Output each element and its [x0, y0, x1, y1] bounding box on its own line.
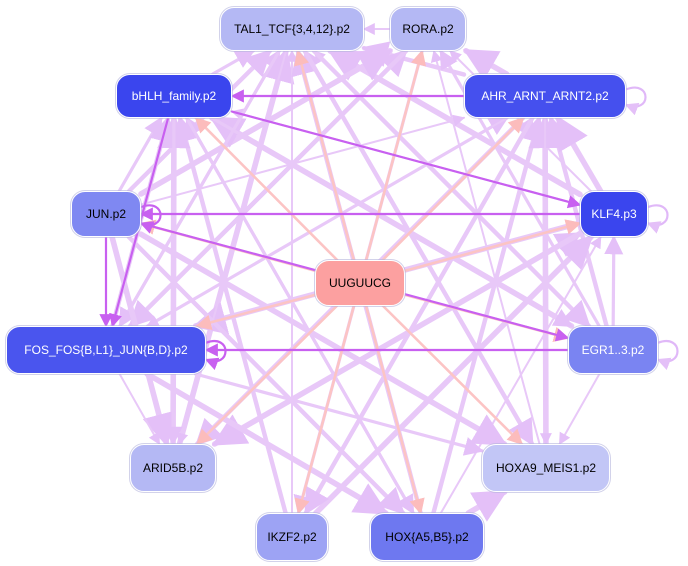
- self-loop-egr: [656, 340, 679, 371]
- edge-tal1-to-hoxa9: [302, 48, 535, 447]
- node-jun[interactable]: JUN.p2: [71, 191, 141, 237]
- edge-ahr-to-ikzf2: [303, 115, 535, 516]
- node-label: EGR1..3.p2: [581, 343, 645, 357]
- edge-klf4-to-ahr: [555, 115, 604, 194]
- node-hoxab[interactable]: HOX{A5,B5}.p2: [370, 513, 484, 561]
- edge-hoxab-to-klf4: [439, 235, 602, 514]
- self-loop-ahr: [624, 86, 647, 116]
- node-label: UUGUUCG: [329, 276, 391, 290]
- node-label: JUN.p2: [85, 207, 126, 221]
- edge-ahr-to-tal1: [361, 41, 467, 77]
- node-label: bHLH_family.p2: [131, 89, 217, 103]
- edge-center-to-ikzf2: [294, 304, 356, 515]
- edge-center-to-bhlh: [194, 116, 339, 262]
- edge-center-to-ahr: [381, 116, 525, 262]
- edge-center-to-hoxab: [364, 304, 425, 515]
- edge-egr-to-klf4: [604, 235, 624, 328]
- node-klf4[interactable]: KLF4.p3: [580, 191, 648, 237]
- node-ahr[interactable]: AHR_ARNT_ARNT2.p2: [464, 74, 626, 118]
- edge-center-to-tal1: [293, 49, 356, 262]
- node-ikzf2[interactable]: IKZF2.p2: [256, 513, 328, 561]
- edge-fos-to-hoxab: [144, 371, 389, 516]
- node-label: ARID5B.p2: [142, 461, 204, 475]
- edge-fos-to-hoxa9: [193, 372, 484, 456]
- edge-fos-to-arid: [118, 373, 161, 446]
- node-rora[interactable]: RORA.p2: [390, 7, 466, 51]
- edge-egr-to-hoxa9: [558, 373, 601, 446]
- edge-center-to-klf4: [403, 219, 582, 273]
- node-label: RORA.p2: [402, 22, 454, 36]
- node-label: KLF4.p3: [591, 207, 637, 221]
- edge-center-to-fos: [195, 293, 317, 330]
- node-label: AHR_ARNT_ARNT2.p2: [481, 89, 609, 103]
- edge-center-to-arid: [195, 304, 339, 446]
- edge-klf4-to-arid: [211, 230, 583, 447]
- node-label: HOXA9_MEIS1.p2: [495, 461, 597, 475]
- edge-bhlh-to-hoxab: [185, 116, 415, 515]
- node-label: TAL1_TCF{3,4,12}.p2: [234, 22, 350, 36]
- node-center[interactable]: UUGUUCG: [315, 260, 405, 306]
- node-label: FOS_FOS{B,L1}_JUN{B,D}.p2: [24, 343, 188, 357]
- node-hoxa9[interactable]: HOXA9_MEIS1.p2: [482, 444, 610, 492]
- node-label: HOX{A5,B5}.p2: [385, 530, 469, 544]
- node-egr[interactable]: EGR1..3.p2: [568, 326, 658, 374]
- self-loop-fos: [204, 340, 227, 371]
- edge-bhlh-to-egr: [210, 116, 574, 328]
- edge-jun-to-hoxa9: [138, 231, 508, 447]
- node-bhlh[interactable]: bHLH_family.p2: [116, 74, 232, 118]
- edge-jun-to-rora: [138, 48, 393, 197]
- edge-ahr-to-fos: [146, 117, 508, 327]
- node-arid[interactable]: ARID5B.p2: [130, 444, 216, 492]
- node-label: IKZF2.p2: [267, 530, 317, 544]
- self-loop-klf4: [646, 204, 669, 234]
- edge-center-to-hoxa9: [381, 304, 524, 446]
- edge-bhlh-to-klf4: [230, 110, 582, 209]
- edge-ahr-to-rora: [463, 47, 510, 81]
- edge-hoxab-to-hoxa9: [465, 489, 508, 522]
- node-fos[interactable]: FOS_FOS{B,L1}_JUN{B,D}.p2: [6, 326, 206, 374]
- edge-jun-to-ahr: [140, 114, 466, 206]
- self-loop-jun: [139, 204, 162, 234]
- edge-ahr-to-hoxa9: [539, 117, 552, 446]
- node-tal1[interactable]: TAL1_TCF{3,4,12}.p2: [220, 7, 364, 51]
